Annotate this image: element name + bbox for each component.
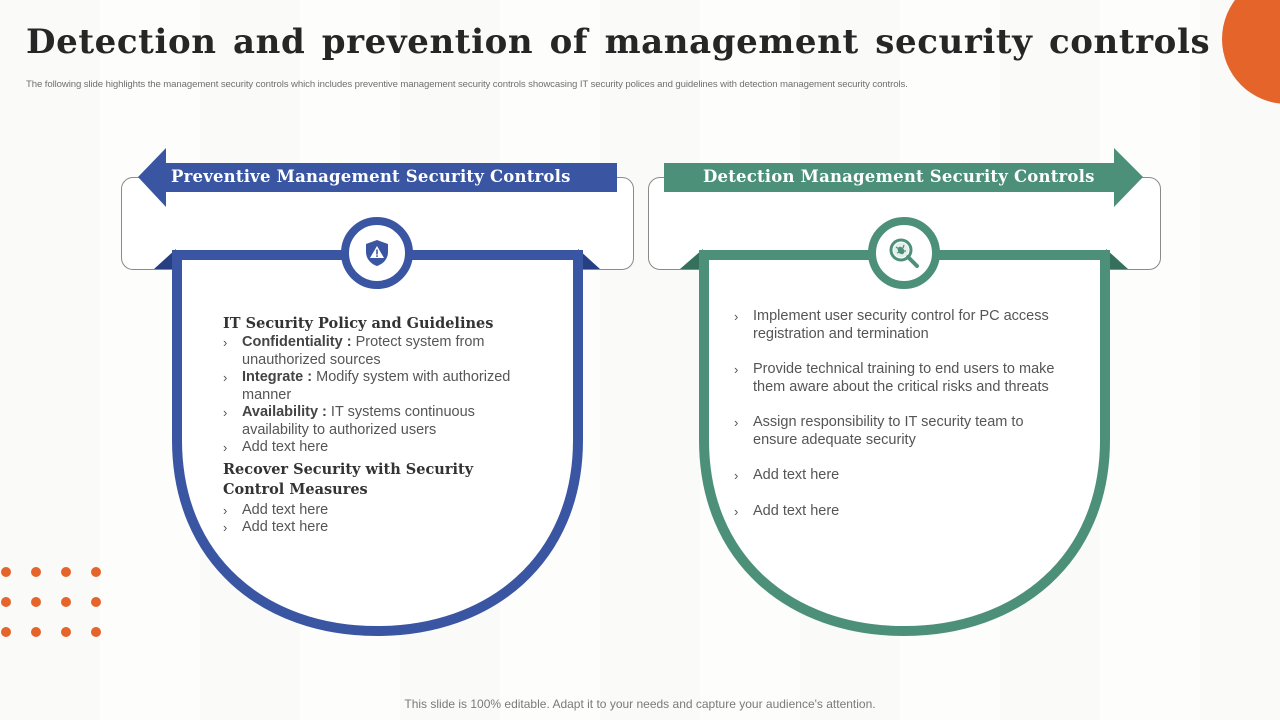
preventive-content: IT Security Policy and Guidelines › Conf…	[223, 314, 543, 537]
chevron-right-icon: ›	[734, 362, 739, 377]
bullet-text: Implement user security control for PC a…	[753, 308, 1049, 342]
list-item: › Availability : IT systems continuous a…	[223, 404, 543, 439]
chevron-right-icon: ›	[734, 468, 739, 483]
bullet-text: Modify system with authorized manner	[242, 369, 511, 403]
shield-warning-icon	[366, 240, 388, 266]
bullet-text: Add text here	[753, 467, 840, 483]
preventive-heading: Preventive Management Security Controls	[171, 167, 571, 186]
dot	[31, 627, 41, 637]
bullet-text: Add text here	[753, 502, 840, 519]
dot	[91, 597, 101, 607]
page-title: Detection and prevention of management s…	[26, 22, 1211, 62]
detection-heading: Detection Management Security Controls	[703, 167, 1095, 186]
list-item: › Add text here	[734, 503, 1069, 521]
dot	[1, 567, 11, 577]
preventive-icon-badge	[341, 217, 413, 289]
chevron-right-icon: ›	[223, 520, 228, 535]
page-subtitle: The following slide highlights the manag…	[26, 79, 908, 90]
bullet-text: Assign responsibility to IT security tea…	[753, 414, 1024, 448]
chevron-right-icon: ›	[734, 309, 739, 324]
dot	[61, 567, 71, 577]
section-title: Recover Security with Security Control M…	[223, 460, 474, 498]
list-item: › Add text here	[223, 519, 543, 537]
decorative-dot-grid	[0, 566, 110, 638]
dot	[61, 627, 71, 637]
bullet-text: Provide technical training to end users …	[753, 361, 1055, 395]
dot	[91, 567, 101, 577]
chevron-right-icon: ›	[223, 502, 228, 518]
dot	[61, 597, 71, 607]
dot	[1, 627, 11, 637]
list-item: › Add text here	[223, 502, 543, 520]
list-item: › Assign responsibility to IT security t…	[734, 414, 1069, 449]
dot	[91, 627, 101, 637]
chevron-right-icon: ›	[223, 335, 228, 350]
chevron-right-icon: ›	[734, 415, 739, 430]
list-item: › Integrate : Modify system with authori…	[223, 369, 543, 404]
footer-note: This slide is 100% editable. Adapt it to…	[404, 697, 876, 711]
list-item: › Add text here	[734, 467, 1069, 485]
list-item: › Add text here	[223, 439, 543, 457]
dot	[31, 567, 41, 577]
chevron-right-icon: ›	[223, 405, 228, 420]
bullet-term: Availability :	[242, 404, 327, 420]
list-item: › Provide technical training to end user…	[734, 361, 1069, 396]
bullet-term: Integrate :	[242, 369, 313, 385]
detection-content: › Implement user security control for PC…	[734, 308, 1069, 538]
section-title: IT Security Policy and Guidelines	[223, 315, 494, 332]
dot	[31, 597, 41, 607]
bug-search-icon	[889, 238, 919, 268]
chevron-right-icon: ›	[223, 440, 228, 455]
bullet-text: Protect system from unauthorized sources	[242, 334, 485, 368]
bullet-text: Add text here	[242, 519, 329, 535]
list-item: › Implement user security control for PC…	[734, 308, 1069, 343]
bullet-term: Confidentiality :	[242, 334, 352, 350]
bullet-text: IT systems continuous availability to au…	[242, 404, 475, 438]
bullet-text: Add text here	[242, 439, 329, 455]
bullet-text: Add text here	[242, 501, 329, 518]
list-item: › Confidentiality : Protect system from …	[223, 334, 543, 369]
chevron-right-icon: ›	[223, 370, 228, 385]
dot	[1, 597, 11, 607]
detection-icon-badge	[868, 217, 940, 289]
chevron-right-icon: ›	[734, 503, 739, 519]
